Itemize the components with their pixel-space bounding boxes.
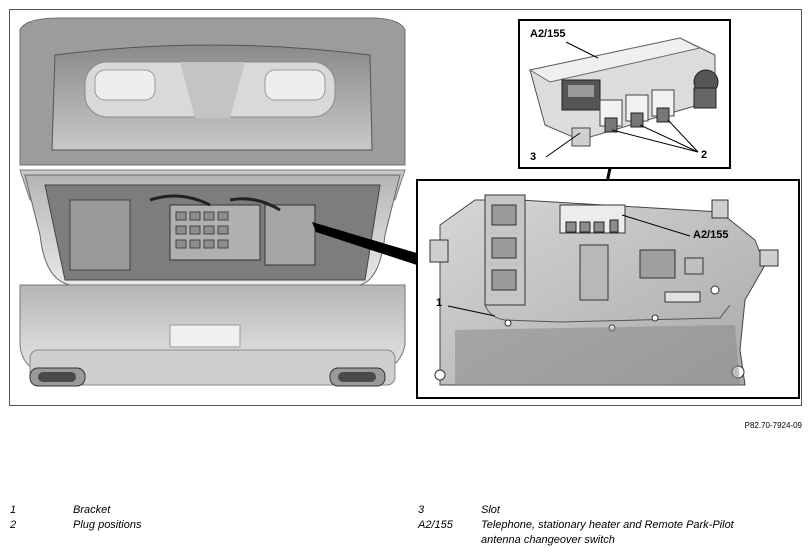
legend-desc: Telephone, stationary heater and Remote … — [481, 519, 734, 531]
callout-a2-155-top: A2/155 — [530, 28, 566, 40]
callout-1: 1 — [436, 297, 443, 309]
legend-desc: Bracket — [73, 504, 111, 516]
callout-a2-155-main: A2/155 — [693, 229, 729, 241]
main-inset — [416, 179, 800, 399]
legend-desc-continued: antenna changeover switch — [481, 534, 615, 546]
legend-desc: Slot — [481, 504, 500, 516]
reference-code: P82.70-7924-09 — [744, 421, 802, 430]
pointer-wedge — [312, 222, 420, 266]
legend-key: 1 — [10, 504, 17, 516]
legend-key: A2/155 — [418, 519, 453, 531]
legend-key: 3 — [418, 504, 425, 516]
top-inset — [518, 19, 731, 169]
callout-2: 2 — [701, 149, 708, 161]
callout-3: 3 — [530, 151, 537, 163]
legend-key: 2 — [10, 519, 17, 531]
legend-desc: Plug positions — [73, 519, 142, 531]
car-rear-view — [19, 17, 406, 387]
